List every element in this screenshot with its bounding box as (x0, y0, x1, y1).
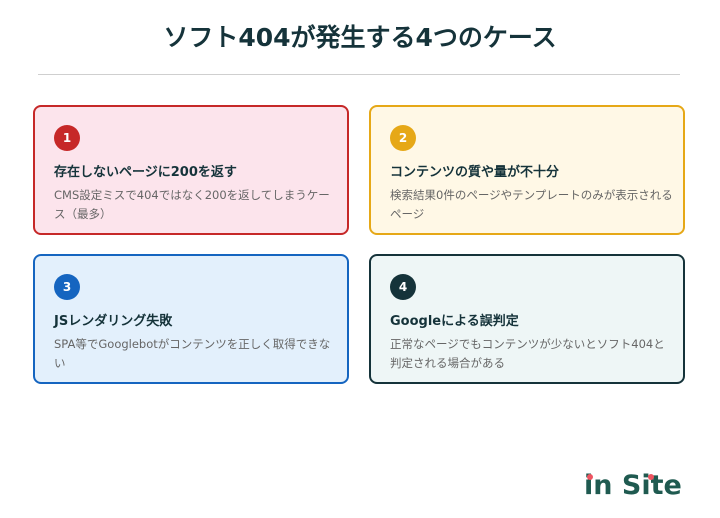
logo-dot-icon (648, 474, 654, 480)
number-badge: 1 (54, 125, 80, 151)
number-badge: 4 (390, 274, 416, 300)
case-title: 存在しないページに200を返す (54, 165, 237, 180)
insite-logo: in Site (584, 470, 682, 501)
case-title: JSレンダリング失敗 (54, 314, 173, 329)
number-badge: 2 (390, 125, 416, 151)
case-description: 検索結果0件のページやテンプレートのみが表示されるページ (390, 188, 673, 221)
title-divider (38, 74, 680, 75)
case-card-4: 4 Googleによる誤判定 正常なページでもコンテンツが少ないとソフト404と… (369, 254, 685, 384)
case-title: コンテンツの質や量が不十分 (390, 165, 560, 180)
case-card-3: 3 JSレンダリング失敗 SPA等でGooglebotがコンテンツを正しく取得で… (33, 254, 349, 384)
number-badge: 3 (54, 274, 80, 300)
case-description: CMS設定ミスで404ではなく200を返してしまうケース（最多） (54, 188, 330, 221)
case-title: Googleによる誤判定 (390, 314, 519, 329)
logo-dot-icon (587, 474, 593, 480)
case-card-2: 2 コンテンツの質や量が不十分 検索結果0件のページやテンプレートのみが表示され… (369, 105, 685, 235)
case-description: 正常なページでもコンテンツが少ないとソフト404と判定される場合がある (390, 337, 665, 370)
case-card-1: 1 存在しないページに200を返す CMS設定ミスで404ではなく200を返して… (33, 105, 349, 235)
case-description: SPA等でGooglebotがコンテンツを正しく取得できない (54, 337, 331, 370)
page-title: ソフト404が発生する4つのケース (163, 23, 557, 52)
logo-text: in Site (584, 470, 682, 501)
